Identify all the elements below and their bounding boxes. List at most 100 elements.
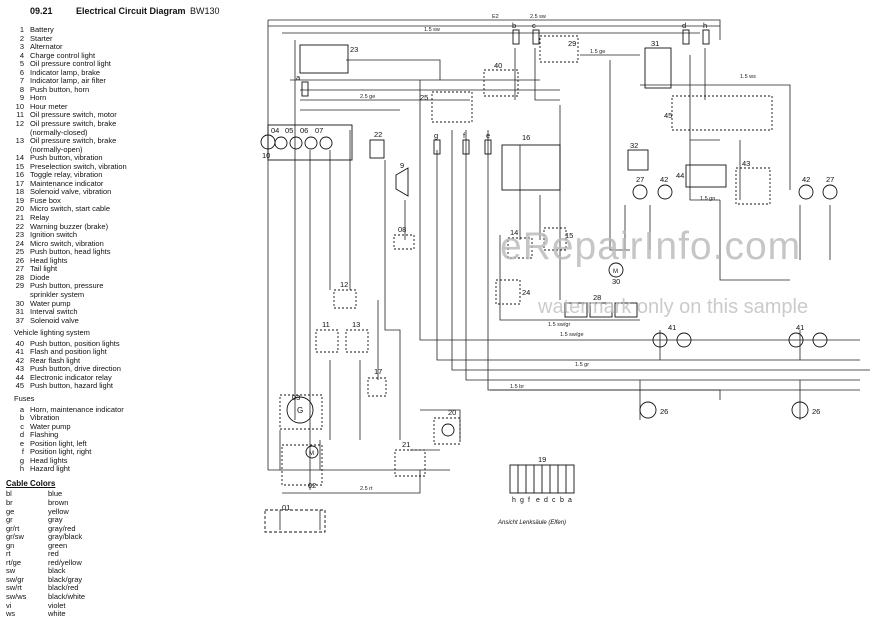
relay-box — [394, 449, 426, 477]
label-fuse-b: b — [512, 21, 516, 30]
label-alternator-g: G — [297, 406, 303, 415]
fuse-item-label: Horn, maintenance indicator — [30, 404, 124, 414]
cable-color-number: sw/gr — [6, 574, 24, 584]
component-label: Oil pressure switch, brake — [30, 119, 117, 129]
fuses-heading: Fuses — [14, 393, 35, 403]
document-title: Electrical Circuit Diagram — [76, 6, 186, 16]
component-number: 6 — [19, 67, 24, 77]
cable-color-label: red/yellow — [48, 557, 82, 567]
oil-pressure-lamp — [289, 136, 303, 150]
component-number: 8 — [19, 84, 24, 94]
label-fuse-e: e — [486, 131, 490, 140]
component-label: Maintenance indicator — [30, 178, 104, 188]
air-filter-lamp — [319, 136, 333, 150]
starter-box — [281, 444, 323, 486]
label-28: 28 — [593, 293, 601, 302]
fuse-d — [682, 29, 690, 45]
horn-button-box — [393, 234, 415, 250]
component-label: Indicator lamp, brake — [30, 67, 101, 77]
lighting-item-number: 41 — [15, 347, 24, 357]
label-43: 43 — [742, 159, 750, 168]
hazard-button-box — [671, 95, 773, 131]
label-12: 12 — [340, 280, 348, 289]
label-25: 25 — [420, 93, 428, 102]
label-08: 08 — [398, 225, 406, 234]
warning-buzzer-box — [369, 139, 385, 159]
cable-color-label: blue — [48, 489, 63, 499]
hour-meter — [260, 134, 276, 150]
label-fuse-f: f — [463, 131, 466, 140]
page-number: 09.21 — [30, 6, 53, 16]
component-label: Starter — [30, 33, 53, 43]
micro-switch-box — [433, 417, 461, 445]
fuse-item-number: h — [19, 464, 24, 474]
fuse-box-letter: d — [544, 497, 548, 504]
wire-label-15gr: 1.5 gr — [575, 362, 589, 368]
component-label: Ignition switch — [30, 230, 78, 240]
cable-color-label: gray — [48, 515, 63, 525]
cable-color-label: brown — [48, 497, 69, 507]
fuse-item-label: Water pump — [30, 421, 71, 431]
alternator-box — [279, 394, 323, 430]
lighting-item-number: 44 — [15, 372, 24, 382]
label-42-right: 42 — [802, 175, 810, 184]
tail-light-right — [822, 184, 838, 200]
fuse-box-letter: g — [520, 497, 524, 504]
component-label: Charge control light — [30, 50, 96, 60]
vibration-solenoid — [564, 302, 588, 318]
cable-color-number: gn — [6, 540, 15, 550]
wire-label-15ws: 1.5 ws — [740, 74, 756, 80]
fuse-f — [462, 139, 470, 155]
label-30: 30 — [612, 277, 620, 286]
component-number: 25 — [15, 247, 24, 257]
cable-color-number: sw/rt — [6, 583, 22, 593]
flash-position-light-right-a — [788, 332, 804, 348]
head-light-right — [791, 401, 809, 419]
wire-label-e2: E2 — [492, 14, 499, 20]
cable-color-label: black/white — [48, 592, 86, 601]
fuse-box-letter: e — [536, 497, 540, 504]
flash-position-light-left-b — [676, 332, 692, 348]
label-water-pump-m: M — [613, 269, 618, 275]
component-label: Indicator lamp, air filter — [30, 76, 106, 86]
label-fuse-a: a — [296, 73, 301, 82]
component-number: 4 — [19, 50, 24, 60]
component-label: Alternator — [30, 42, 63, 52]
component-label: Water pump — [30, 298, 71, 308]
vehicle-lighting-heading: Vehicle lighting system — [14, 328, 90, 338]
component-number: 22 — [15, 221, 24, 231]
component-number: 14 — [15, 153, 24, 163]
label-05: 05 — [285, 126, 293, 135]
cable-color-number: sw — [6, 566, 16, 576]
component-number: 37 — [15, 315, 24, 325]
label-fuse-c: c — [532, 21, 536, 30]
starter-motor-symbol — [305, 445, 319, 459]
wire-labels: E2 2.5 sw 1.5 sw 1.5 ge 2.5 ge 1.5 gr 1.… — [360, 14, 756, 492]
micro-switch-start-cable — [441, 423, 455, 437]
wire-label-15swge: 1.5 sw/ge — [560, 332, 584, 338]
label-02: 02 — [308, 481, 316, 490]
fuse-box-letter: a — [568, 497, 572, 504]
label-starter-m: M — [309, 451, 314, 457]
cable-color-label: green — [48, 540, 68, 550]
fuse-item-label: Position light, left — [30, 438, 87, 448]
